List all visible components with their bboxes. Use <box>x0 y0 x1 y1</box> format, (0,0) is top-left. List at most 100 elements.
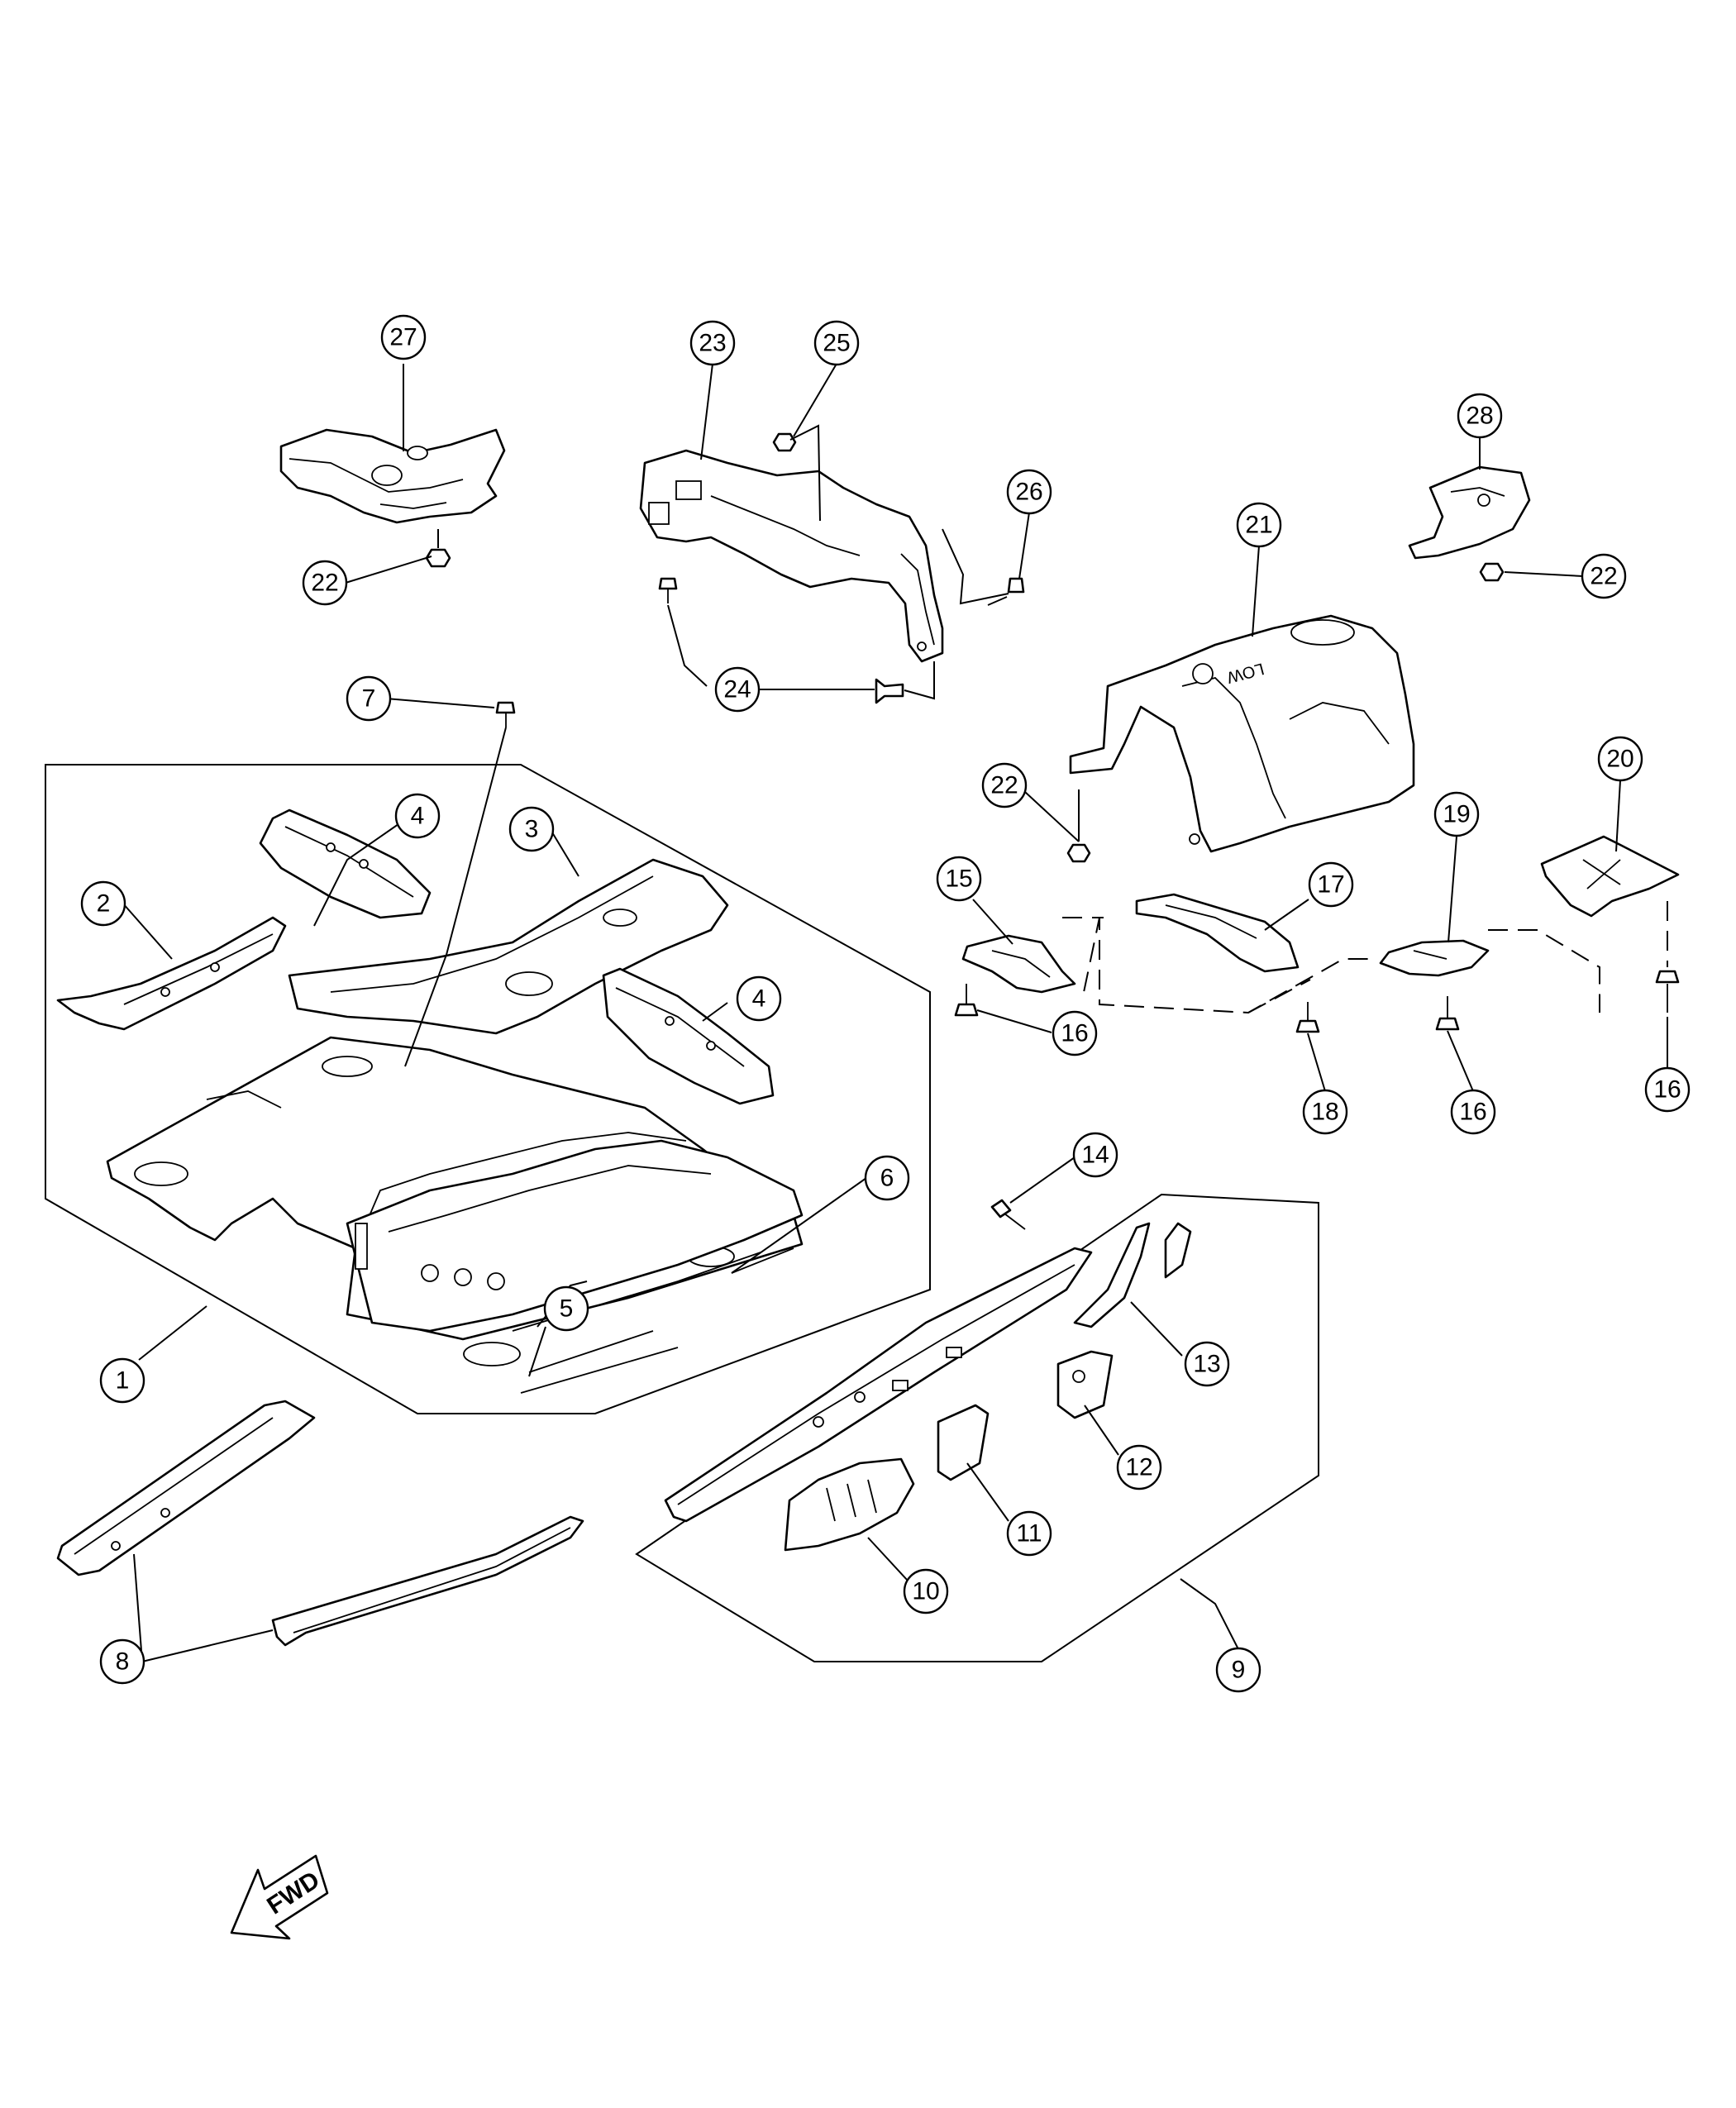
svg-text:14: 14 <box>1081 1142 1109 1169</box>
svg-text:28: 28 <box>1466 403 1493 430</box>
svg-text:20: 20 <box>1606 746 1633 773</box>
part-5-strip <box>520 1330 679 1394</box>
svg-text:1: 1 <box>116 1367 130 1395</box>
part-13-bracket <box>1073 1222 1192 1328</box>
bolt-14 <box>990 1199 1026 1230</box>
svg-text:21: 21 <box>1245 512 1272 539</box>
svg-text:24: 24 <box>723 676 751 703</box>
svg-text:25: 25 <box>823 330 850 357</box>
assembly-9-boundary <box>635 1193 1319 1662</box>
callout-10: 10 <box>903 1568 949 1614</box>
svg-text:16: 16 <box>1061 1020 1088 1047</box>
callout-3: 3 <box>508 806 555 852</box>
part-8-sill-upper <box>56 1400 316 1576</box>
svg-text:3: 3 <box>525 816 539 843</box>
svg-text:26: 26 <box>1015 479 1042 506</box>
svg-text:6: 6 <box>880 1165 894 1192</box>
svg-text:2: 2 <box>97 890 111 918</box>
callout-18: 18 <box>1302 1089 1348 1135</box>
part-17-crossmember <box>1135 893 1300 973</box>
nut-22-upper-right <box>1479 562 1505 582</box>
part-15-bracket <box>961 934 1076 994</box>
part-23-bracket <box>639 449 944 663</box>
callout-28: 28 <box>1457 393 1503 439</box>
svg-text:12: 12 <box>1125 1454 1152 1481</box>
svg-text:16: 16 <box>1653 1076 1681 1104</box>
callout-23: 23 <box>689 320 736 366</box>
bolt-16-b <box>1435 996 1460 1031</box>
callout-15: 15 <box>936 856 982 902</box>
nut-22-middle <box>1066 789 1091 863</box>
callout-21: 21 <box>1236 502 1282 548</box>
callout-9: 9 <box>1215 1647 1261 1693</box>
part-12-bracket <box>1056 1350 1114 1419</box>
callout-17: 17 <box>1308 861 1354 908</box>
bolt-16-c <box>1655 901 1680 1013</box>
callout-27: 27 <box>380 314 427 360</box>
bolt-7 <box>495 701 516 727</box>
part-4-rail-lower <box>602 967 775 1105</box>
nut-22-upper-left <box>425 529 451 568</box>
callout-4-lower: 4 <box>736 975 782 1022</box>
svg-text:17: 17 <box>1317 871 1344 899</box>
part-6-strip <box>731 1247 794 1274</box>
callout-2: 2 <box>80 880 126 927</box>
svg-text:9: 9 <box>1232 1657 1246 1684</box>
callout-25: 25 <box>813 320 860 366</box>
callout-5: 5 <box>543 1285 589 1332</box>
svg-text:4: 4 <box>752 985 766 1013</box>
callout-16-right: 16 <box>1644 1066 1691 1113</box>
svg-text:13: 13 <box>1193 1351 1220 1378</box>
callout-7: 7 <box>346 675 392 722</box>
callout-4-upper: 4 <box>394 793 441 839</box>
svg-text:18: 18 <box>1311 1099 1338 1126</box>
part-19-bracket <box>1379 939 1490 977</box>
callout-13: 13 <box>1184 1341 1230 1387</box>
callout-19: 19 <box>1433 791 1480 837</box>
part-3-crossmember <box>288 858 729 1035</box>
svg-text:22: 22 <box>990 772 1018 799</box>
part-11-bracket <box>937 1404 990 1481</box>
svg-text:16: 16 <box>1459 1099 1486 1126</box>
svg-text:8: 8 <box>116 1648 130 1676</box>
svg-text:11: 11 <box>1016 1520 1042 1548</box>
callout-8: 8 <box>99 1638 145 1685</box>
svg-text:7: 7 <box>362 685 376 713</box>
svg-text:19: 19 <box>1443 801 1470 828</box>
svg-text:4: 4 <box>411 803 425 830</box>
svg-text:15: 15 <box>945 866 972 893</box>
svg-text:5: 5 <box>560 1295 574 1323</box>
part-8-sill-lower <box>271 1515 584 1647</box>
callout-20: 20 <box>1597 736 1643 782</box>
part-1-rear-floor <box>346 1139 804 1333</box>
callout-14: 14 <box>1072 1132 1118 1178</box>
callout-16-middle: 16 <box>1450 1089 1496 1135</box>
svg-text:10: 10 <box>912 1578 939 1605</box>
callout-22-middle: 22 <box>981 762 1028 808</box>
callout-6: 6 <box>864 1155 910 1201</box>
part-9-rail <box>664 1247 1093 1523</box>
svg-text:22: 22 <box>311 570 338 597</box>
part-20-bracket <box>1540 835 1680 918</box>
bolt-16-a <box>954 984 979 1017</box>
part-28-bracket <box>1408 465 1531 560</box>
stud-26 <box>987 577 1025 606</box>
callout-24: 24 <box>714 666 761 713</box>
nut-25 <box>772 432 797 452</box>
callout-16-left: 16 <box>1052 1010 1098 1056</box>
part-10-bracket <box>784 1457 915 1552</box>
assembly-1-boundary <box>45 764 931 1414</box>
svg-text:23: 23 <box>699 330 726 357</box>
callout-22-upper-left: 22 <box>302 560 348 606</box>
callout-1: 1 <box>99 1357 145 1404</box>
callout-11: 11 <box>1006 1510 1052 1557</box>
forward-arrow-icon: FWD <box>230 1854 329 1940</box>
part-21-heat-shield: LOW <box>1069 614 1415 853</box>
callout-12: 12 <box>1116 1444 1162 1490</box>
svg-text:22: 22 <box>1590 563 1617 590</box>
part-27-panel <box>279 428 506 524</box>
callout-26: 26 <box>1006 469 1052 515</box>
stud-24-left <box>658 577 678 603</box>
svg-text:27: 27 <box>389 324 417 351</box>
